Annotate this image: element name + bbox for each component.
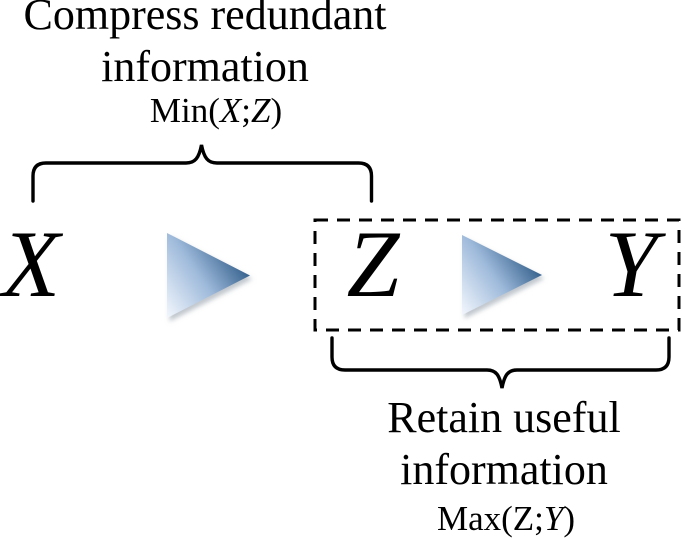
node-x-label: X — [1, 211, 61, 317]
max-formula-separator: ; — [534, 499, 544, 538]
max-formula-var1: Z — [512, 499, 535, 538]
retain-caption-line1: Retain useful — [387, 393, 621, 442]
bottleneck-dashed-box — [313, 218, 681, 332]
underbrace — [330, 336, 671, 389]
min-formula-suffix: ) — [270, 91, 283, 130]
max-formula-suffix: ) — [563, 499, 576, 538]
node-y-label: Y — [604, 211, 658, 317]
min-formula-separator: ; — [241, 91, 251, 130]
min-formula: Min(X;Z) — [16, 89, 416, 133]
compress-caption-line1: Compress redundant — [23, 0, 387, 39]
min-formula-var2: Z — [251, 91, 271, 130]
max-formula: Max(Z;Y) — [306, 497, 685, 540]
min-formula-prefix: Min( — [149, 91, 220, 130]
arrow-triangle-x-to-z — [167, 233, 250, 318]
node-z-label: Z — [346, 211, 400, 317]
min-formula-var1: X — [219, 91, 242, 130]
arrow-triangle-z-to-y — [462, 235, 542, 315]
compress-caption: Compress redundant information — [5, 0, 405, 93]
retain-caption: Retain useful information — [304, 392, 685, 496]
max-formula-var2: Y — [543, 499, 564, 538]
compress-caption-line2: information — [101, 42, 309, 91]
retain-caption-line2: information — [400, 445, 608, 494]
max-formula-prefix: Max( — [436, 499, 513, 538]
overbrace — [31, 144, 374, 203]
